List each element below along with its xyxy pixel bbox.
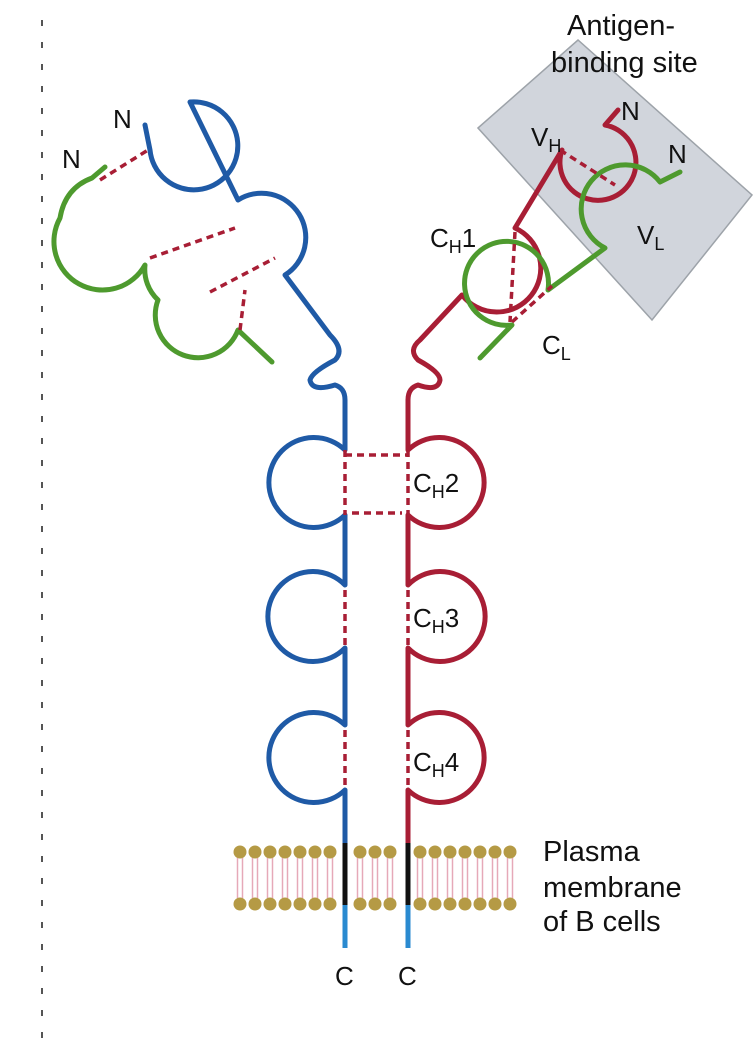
- lipid-head: [308, 897, 322, 911]
- lipid-head: [248, 845, 262, 859]
- vh-domain-label: VH: [531, 122, 561, 156]
- disulfide-bonds: [99, 148, 616, 790]
- lipid-tails: [236, 858, 514, 898]
- lipid-head: [233, 845, 247, 859]
- ch1-domain-label: CH1: [430, 223, 476, 257]
- n-terminus-label: N: [621, 96, 640, 126]
- lipid-head: [443, 845, 457, 859]
- antigen-site-label-line1: Antigen-: [567, 10, 675, 42]
- vl-domain-label: VL: [637, 220, 664, 254]
- n-terminus-label: N: [62, 144, 81, 174]
- lipid-head: [488, 897, 502, 911]
- disulfide-bond: [508, 231, 517, 323]
- c-terminus-label: C: [398, 961, 417, 991]
- disulfide-bond: [510, 284, 554, 324]
- lipid-head: [263, 897, 277, 911]
- lipid-head: [293, 845, 307, 859]
- ch3-domain-label: CH3: [413, 603, 459, 637]
- ch4-domain-label: CH4: [413, 747, 459, 781]
- light-chain-left: [51, 164, 275, 365]
- membrane-label-line2: membrane: [543, 872, 682, 904]
- n-terminus-label: N: [668, 139, 687, 169]
- lipid-head: [248, 897, 262, 911]
- n-terminus-label: N: [113, 104, 132, 134]
- lipid-head: [428, 845, 442, 859]
- ch2-domain-label: CH2: [413, 468, 459, 502]
- heavy-chain-right: [405, 107, 639, 943]
- lipid-heads-bottom: [233, 897, 517, 911]
- lipid-head: [428, 897, 442, 911]
- lipid-head: [353, 845, 367, 859]
- membrane-label-line3: of B cells: [543, 906, 661, 938]
- antigen-site-label-line2: binding site: [551, 47, 698, 79]
- lipid-head: [368, 845, 382, 859]
- lipid-head: [368, 897, 382, 911]
- heavy-chain-left: [142, 99, 348, 943]
- lipid-head: [308, 845, 322, 859]
- lipid-head: [383, 845, 397, 859]
- lipid-head: [263, 845, 277, 859]
- lipid-head: [473, 845, 487, 859]
- antigen-binding-site-box: [476, 38, 754, 322]
- disulfide-bond: [149, 226, 236, 260]
- lipid-head: [473, 897, 487, 911]
- lipid-head: [413, 897, 427, 911]
- lipid-head: [353, 897, 367, 911]
- lipid-head: [233, 897, 247, 911]
- cl-domain-label: CL: [542, 330, 571, 364]
- disulfide-bond: [238, 289, 247, 331]
- light-chain-right: [462, 162, 683, 361]
- lipid-head: [413, 845, 427, 859]
- lipid-head: [278, 845, 292, 859]
- lipid-head: [323, 897, 337, 911]
- lipid-head: [278, 897, 292, 911]
- lipid-head: [503, 897, 517, 911]
- lipid-head: [458, 897, 472, 911]
- lipid-head: [488, 845, 502, 859]
- membrane-label-line1: Plasma: [543, 836, 641, 868]
- lipid-head: [443, 897, 457, 911]
- disulfide-bond: [559, 148, 616, 187]
- lipid-head: [383, 897, 397, 911]
- c-terminus-label: C: [335, 961, 354, 991]
- lipid-heads-top: [233, 845, 517, 859]
- lipid-head: [293, 897, 307, 911]
- lipid-head: [458, 845, 472, 859]
- disulfide-bond: [209, 256, 276, 294]
- plasma-membrane: [233, 845, 517, 911]
- lipid-head: [503, 845, 517, 859]
- disulfide-bond: [99, 148, 149, 182]
- lipid-head: [323, 845, 337, 859]
